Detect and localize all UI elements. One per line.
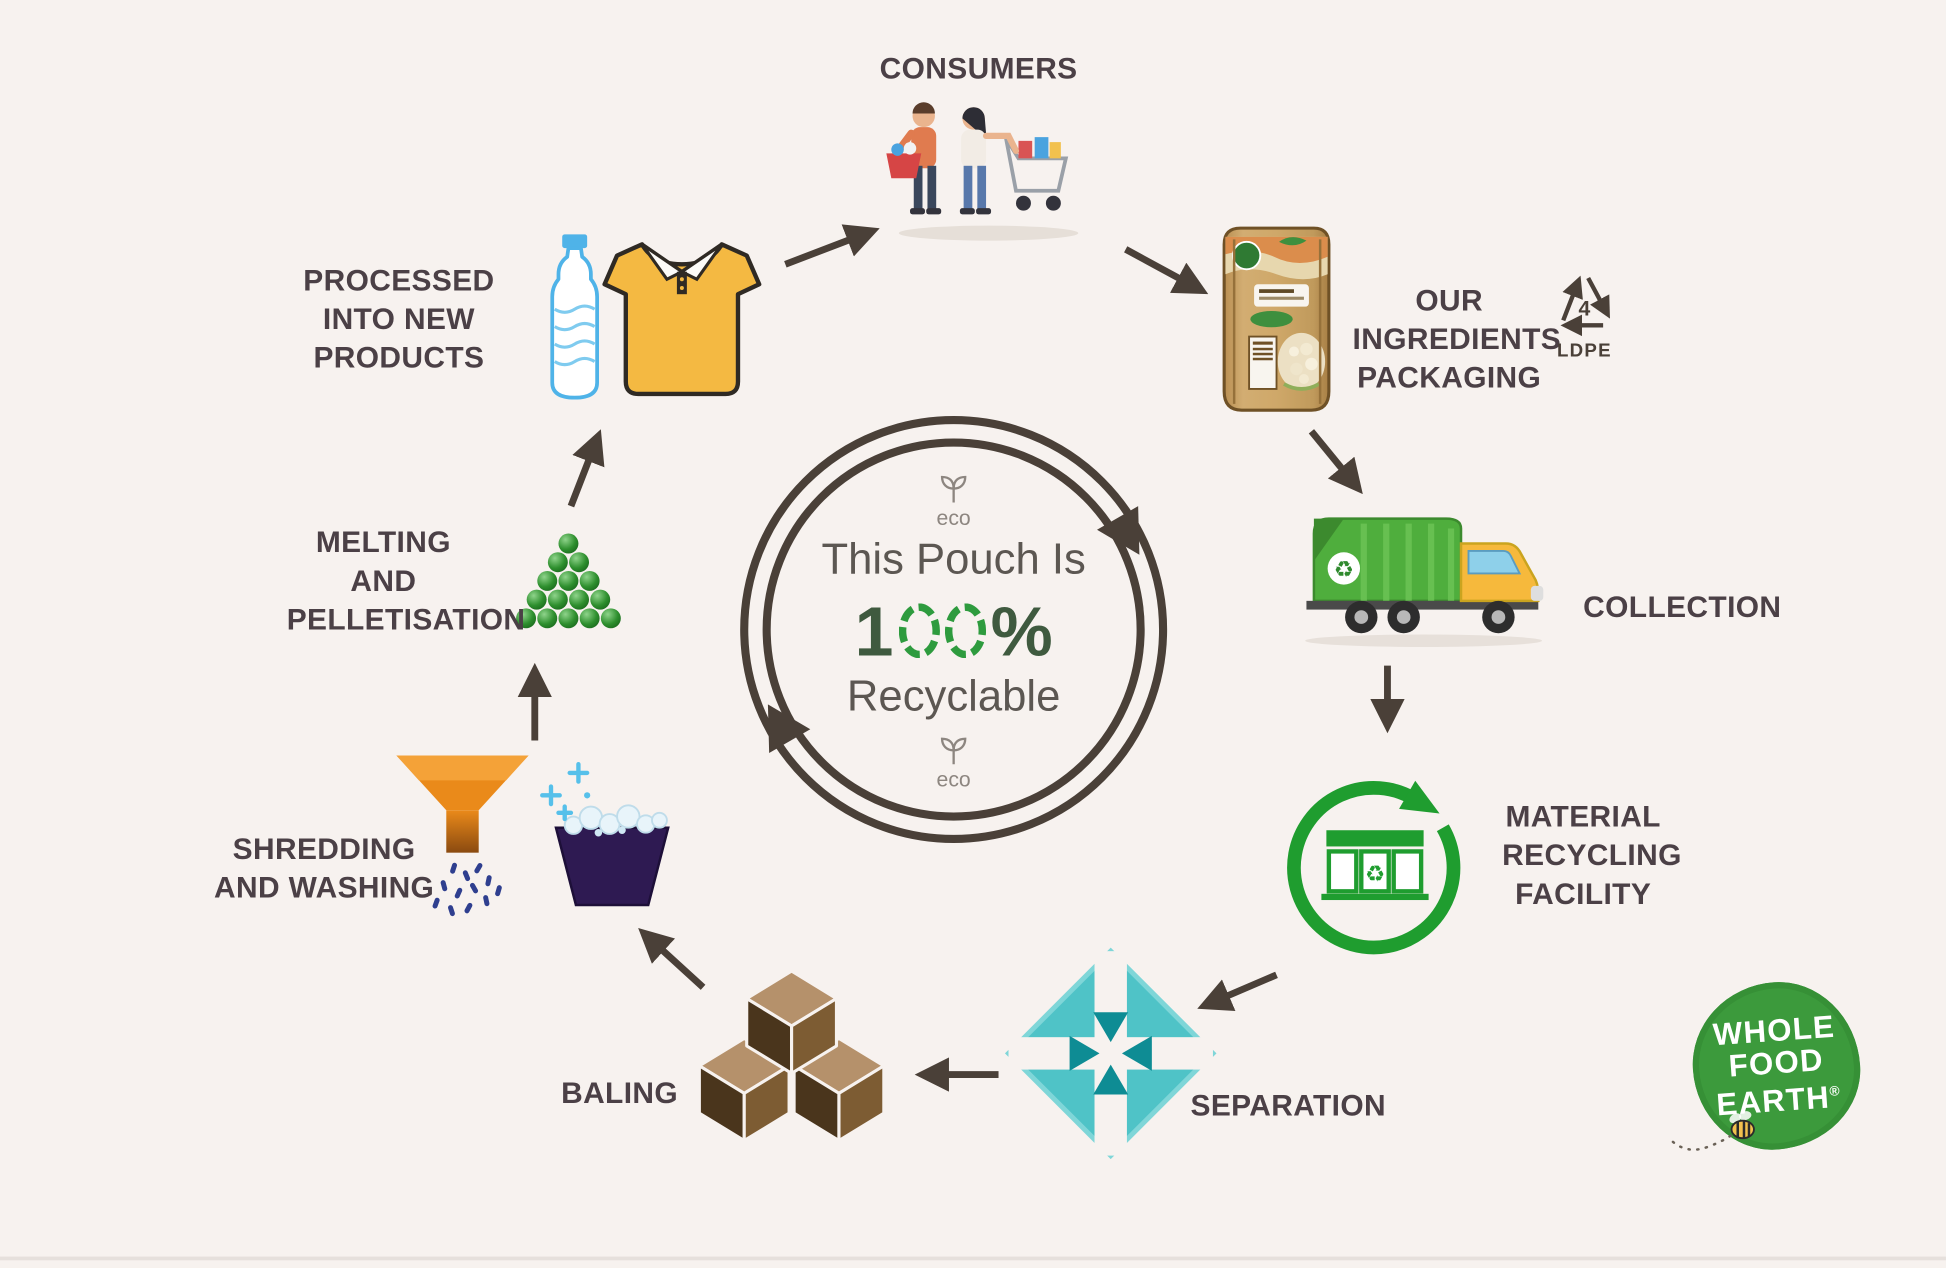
center-line3: Recyclable	[846, 671, 1061, 721]
collection-label: COLLECTION	[1583, 590, 1782, 625]
facility-recycle-icon: ♻	[1365, 861, 1385, 886]
percent-sign: %	[990, 591, 1053, 671]
sprout-icon	[940, 475, 967, 503]
consumers-label: CONSUMERS	[879, 52, 1078, 87]
truck-recycle-icon: ♻	[1334, 557, 1354, 582]
pouch-illustration	[1204, 219, 1349, 421]
zero-ring-icon	[898, 603, 940, 659]
separation-label: SEPARATION	[1190, 1089, 1386, 1124]
pellets-icon	[504, 521, 634, 641]
cycle-ring-icon	[740, 416, 1168, 844]
shredding-washing-icon	[384, 748, 673, 930]
eco-label-bottom: eco	[936, 767, 971, 792]
baling-cubes-icon	[677, 955, 908, 1147]
arrow-baling-to-shredding	[638, 928, 706, 990]
new-products-icon	[531, 224, 768, 413]
sprout-icon	[940, 737, 967, 765]
baling-label: BALING	[561, 1077, 679, 1111]
arrow-melting-to-processed	[567, 429, 605, 508]
processed-label: PROCESSED INTO NEW PRODUCTS	[303, 264, 495, 376]
center-percentage: 1 %	[729, 591, 1178, 671]
center-recyclable-badge: eco This Pouch Is 1 % Recyclable eco	[729, 405, 1178, 854]
eco-label-top: eco	[936, 506, 971, 530]
packaging-label: OUR INGREDIENTS PACKAGING	[1352, 284, 1562, 396]
registered-mark: ®	[1828, 1083, 1842, 1100]
arrow-mrf-to-separation	[1197, 971, 1278, 1012]
ldpe-code: 4	[1579, 297, 1591, 320]
melting-label: MELTING AND PELLETISATION	[286, 526, 526, 638]
arrow-consumers-to-packaging	[1124, 246, 1209, 295]
eco-badge-top: eco	[916, 470, 991, 531]
zero-ring-icon	[944, 603, 986, 659]
shredding-label: SHREDDING AND WASHING	[214, 832, 435, 906]
center-line1: This Pouch Is	[821, 534, 1086, 584]
eco-badge-bottom: eco	[916, 732, 991, 793]
arrow-packaging-to-collection	[1308, 429, 1363, 495]
recycling-facility-icon: ♻	[1272, 760, 1478, 966]
bottom-edge-line	[0, 1256, 1946, 1261]
bee-icon	[1665, 1104, 1760, 1159]
ldpe-4-recycling-symbol: 4 LDPE	[1542, 262, 1627, 367]
garbage-truck-illustration: ♻	[1286, 496, 1555, 651]
digit-one: 1	[854, 591, 894, 671]
ldpe-text: LDPE	[1557, 340, 1612, 361]
consumers-illustration	[876, 95, 1100, 245]
water-bottle-icon	[550, 234, 599, 400]
tshirt-icon	[602, 242, 762, 397]
separation-icon	[1004, 947, 1217, 1160]
arrow-processed-to-consumers	[784, 224, 880, 268]
recycling-facility-label: MATERIAL RECYCLING FACILITY	[1502, 800, 1682, 912]
